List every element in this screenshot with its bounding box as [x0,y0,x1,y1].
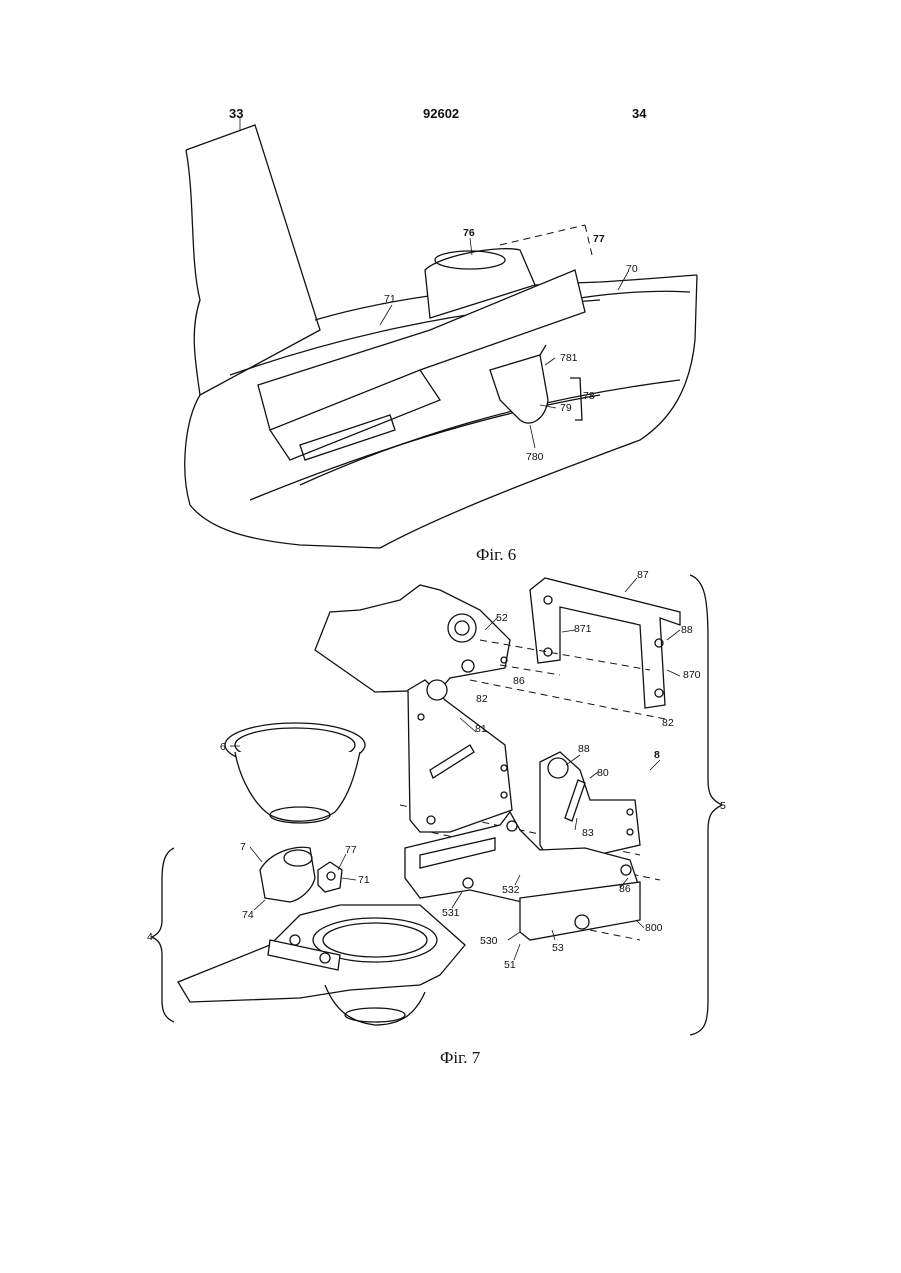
label-781: 781 [560,352,578,364]
label-88-top: 88 [681,624,693,636]
figure-7-lines [152,575,722,1035]
label-83: 83 [582,827,594,839]
label-71-fig7: 71 [358,874,370,886]
label-76: 76 [463,227,475,239]
label-5: 5 [720,800,726,812]
label-531: 531 [442,907,460,919]
label-78: 78 [583,390,595,402]
label-51: 51 [504,959,516,971]
label-71: 71 [384,293,396,305]
label-871: 871 [574,623,592,635]
label-800: 800 [645,922,663,934]
label-82-left: 82 [476,693,488,705]
label-780: 780 [526,451,544,463]
label-82-right: 82 [662,717,674,729]
figure-6-caption: Фіг. 6 [476,545,516,565]
label-80: 80 [597,767,609,779]
label-53: 53 [552,942,564,954]
label-86-top: 86 [513,675,525,687]
label-81: 81 [475,723,487,735]
label-4: 4 [147,931,153,943]
label-88-bottom: 88 [578,743,590,755]
figure-7-caption: Фіг. 7 [440,1048,480,1068]
label-6: 6 [220,741,226,753]
label-8: 8 [654,749,660,761]
label-870: 870 [683,669,701,681]
label-77: 77 [593,233,605,245]
label-87: 87 [637,569,649,581]
figure-6-lines [185,118,697,548]
label-530: 530 [480,935,498,947]
label-70: 70 [626,263,638,275]
label-74: 74 [242,909,254,921]
label-52: 52 [496,612,508,624]
label-532: 532 [502,884,520,896]
label-79: 79 [560,402,572,414]
label-77-fig7: 77 [345,844,357,856]
label-86-bottom: 86 [619,883,631,895]
label-7: 7 [240,841,246,853]
